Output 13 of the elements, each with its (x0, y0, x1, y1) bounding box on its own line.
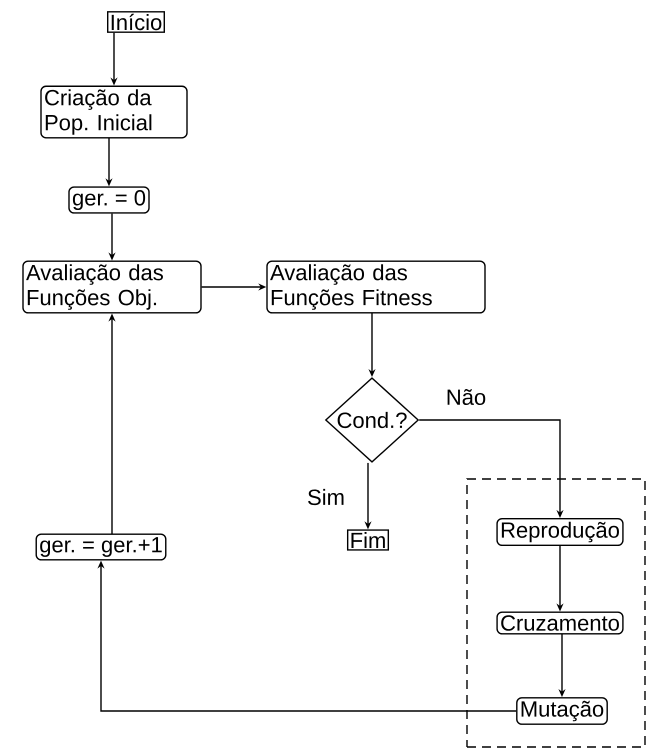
edge-label: Sim (306, 488, 346, 506)
process-box: ger. = 0 (68, 186, 150, 214)
process-box: Avaliação das Funções Obj. (22, 260, 202, 314)
process-box: Cruzamento (496, 612, 624, 634)
dashed-group-box (466, 478, 646, 748)
process-box: Avaliação das Funções Fitness (266, 260, 486, 314)
process-box: ger. = ger.+1 (36, 533, 166, 561)
process-box: Reprodução (496, 518, 624, 546)
process-box: Mutação (516, 697, 608, 725)
end-box: Fim (346, 529, 390, 551)
edge-label: Não (444, 388, 488, 406)
start-box: Início (107, 11, 165, 33)
process-box: Criação da Pop. Inicial (40, 86, 188, 138)
